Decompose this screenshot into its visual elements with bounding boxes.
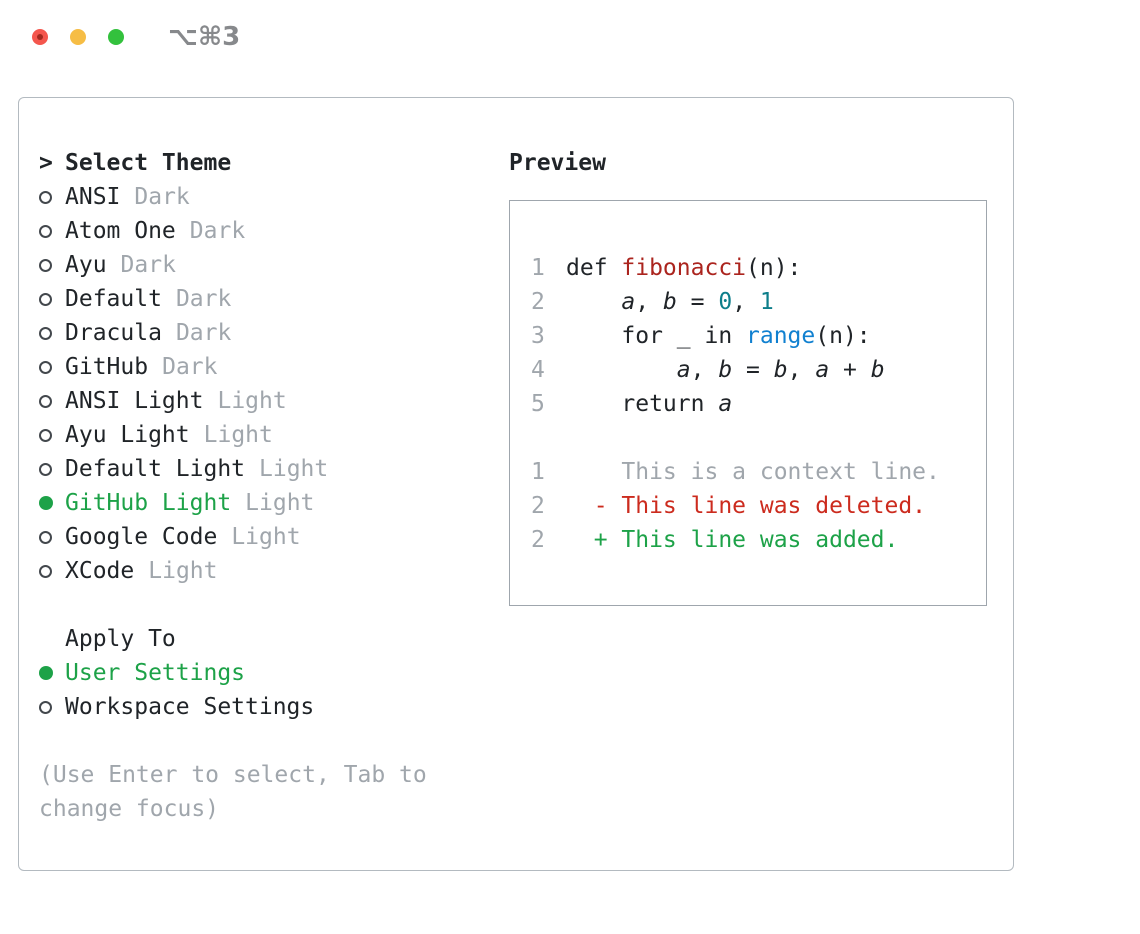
- line-number: 3: [531, 323, 545, 349]
- apply-option-label: User Settings: [65, 660, 246, 686]
- window-shortcut-label: ⌥⌘3: [168, 22, 241, 52]
- radio-icon: [39, 360, 65, 374]
- code-line: 5 return a: [531, 387, 976, 421]
- theme-name: Google Code: [65, 524, 218, 550]
- line-content: def fibonacci(n):: [566, 255, 802, 281]
- theme-name: Default Light: [65, 456, 246, 482]
- code-line: 1 def fibonacci(n):: [531, 251, 976, 285]
- theme-option-google-code[interactable]: Google Code Light: [39, 520, 509, 554]
- line-content: This is a context line.: [566, 459, 940, 485]
- line-number: 2: [531, 493, 545, 519]
- theme-name: Ayu Light: [65, 422, 190, 448]
- radio-icon: [39, 564, 65, 578]
- theme-name: Ayu: [65, 252, 107, 278]
- radio-icon: [39, 190, 65, 204]
- radio-icon: [39, 530, 65, 544]
- theme-option-ayu-light[interactable]: Ayu Light Light: [39, 418, 509, 452]
- line-number: 2: [531, 527, 545, 553]
- theme-option-atom-one[interactable]: Atom One Dark: [39, 214, 509, 248]
- radio-icon: [39, 462, 65, 476]
- theme-option-github-light[interactable]: GitHub Light Light: [39, 486, 509, 520]
- apply-option-user-settings[interactable]: User Settings: [39, 656, 509, 690]
- apply-to-title: Apply To: [65, 626, 176, 652]
- radio-icon: [39, 394, 65, 408]
- theme-option-xcode[interactable]: XCode Light: [39, 554, 509, 588]
- hint-text: (Use Enter to select, Tab to change focu…: [39, 762, 427, 822]
- line-number: 1: [531, 459, 545, 485]
- line-content: a, b = 0, 1: [621, 289, 774, 315]
- close-window-button[interactable]: [32, 29, 48, 45]
- radio-icon: [39, 700, 65, 714]
- cursor-icon: >: [39, 150, 53, 176]
- theme-variant: Dark: [175, 286, 232, 312]
- line-number: 5: [531, 391, 545, 417]
- radio-selected-icon: [39, 666, 65, 680]
- radio-icon: [39, 326, 65, 340]
- theme-variant: Dark: [134, 184, 190, 210]
- theme-option-default[interactable]: Default Dark: [39, 282, 509, 316]
- theme-variant: Dark: [120, 252, 176, 278]
- code-line: 2 + This line was added.: [531, 523, 976, 557]
- theme-variant: Light: [148, 558, 218, 584]
- code-line: [531, 421, 976, 455]
- code-line: 2 - This line was deleted.: [531, 489, 976, 523]
- theme-option-dracula[interactable]: Dracula Dark: [39, 316, 509, 350]
- select-theme-title: Select Theme: [65, 150, 232, 176]
- window-titlebar: ⌥⌘3: [32, 22, 241, 52]
- apply-option-workspace-settings[interactable]: Workspace Settings: [39, 690, 509, 724]
- theme-name: Dracula: [65, 320, 162, 346]
- theme-name: Default: [65, 286, 162, 312]
- minimize-window-button[interactable]: [70, 29, 86, 45]
- line-content: return a: [566, 391, 733, 417]
- theme-option-github[interactable]: GitHub Dark: [39, 350, 509, 384]
- theme-variant: Dark: [175, 320, 232, 346]
- apply-option-label: Workspace Settings: [65, 694, 315, 720]
- line-number: 4: [531, 357, 545, 383]
- theme-option-ansi-light[interactable]: ANSI Light Light: [39, 384, 509, 418]
- theme-option-default-light[interactable]: Default Light Light: [39, 452, 509, 486]
- radio-icon: [39, 258, 65, 272]
- radio-selected-icon: [39, 496, 65, 510]
- theme-name: ANSI Light: [65, 388, 204, 414]
- radio-icon: [39, 292, 65, 306]
- radio-icon: [39, 428, 65, 442]
- theme-option-ayu[interactable]: Ayu Dark: [39, 248, 509, 282]
- zoom-window-button[interactable]: [108, 29, 124, 45]
- radio-icon: [39, 224, 65, 238]
- code-line: 1 This is a context line.: [531, 455, 976, 489]
- theme-name: XCode: [65, 558, 135, 584]
- code-line: 3 for _ in range(n):: [531, 319, 976, 353]
- theme-variant: Light: [245, 490, 315, 516]
- theme-name: GitHub Light: [65, 490, 232, 516]
- theme-name: ANSI: [65, 184, 121, 210]
- preview-title: Preview: [509, 150, 606, 176]
- line-number: [531, 421, 566, 455]
- line-content: + This line was added.: [566, 527, 899, 553]
- code-line: 4 a, b = b, a + b: [531, 353, 976, 387]
- line-number: 2: [531, 289, 545, 315]
- theme-name: GitHub: [65, 354, 149, 380]
- theme-name: Atom One: [65, 218, 176, 244]
- theme-option-ansi[interactable]: ANSI Dark: [39, 180, 509, 214]
- theme-variant: Light: [217, 388, 287, 414]
- select-theme-header: > Select Theme: [39, 146, 509, 180]
- line-content: - This line was deleted.: [566, 493, 927, 519]
- line-content: for _ in range(n):: [566, 323, 871, 349]
- line-content: a, b = b, a + b: [676, 357, 885, 383]
- code-line: 2 a, b = 0, 1: [531, 285, 976, 319]
- line-number: 1: [531, 255, 545, 281]
- theme-variant: Dark: [162, 354, 218, 380]
- theme-variant: Light: [259, 456, 329, 482]
- theme-variant: Dark: [189, 218, 246, 244]
- theme-variant: Light: [231, 524, 301, 550]
- theme-variant: Light: [203, 422, 273, 448]
